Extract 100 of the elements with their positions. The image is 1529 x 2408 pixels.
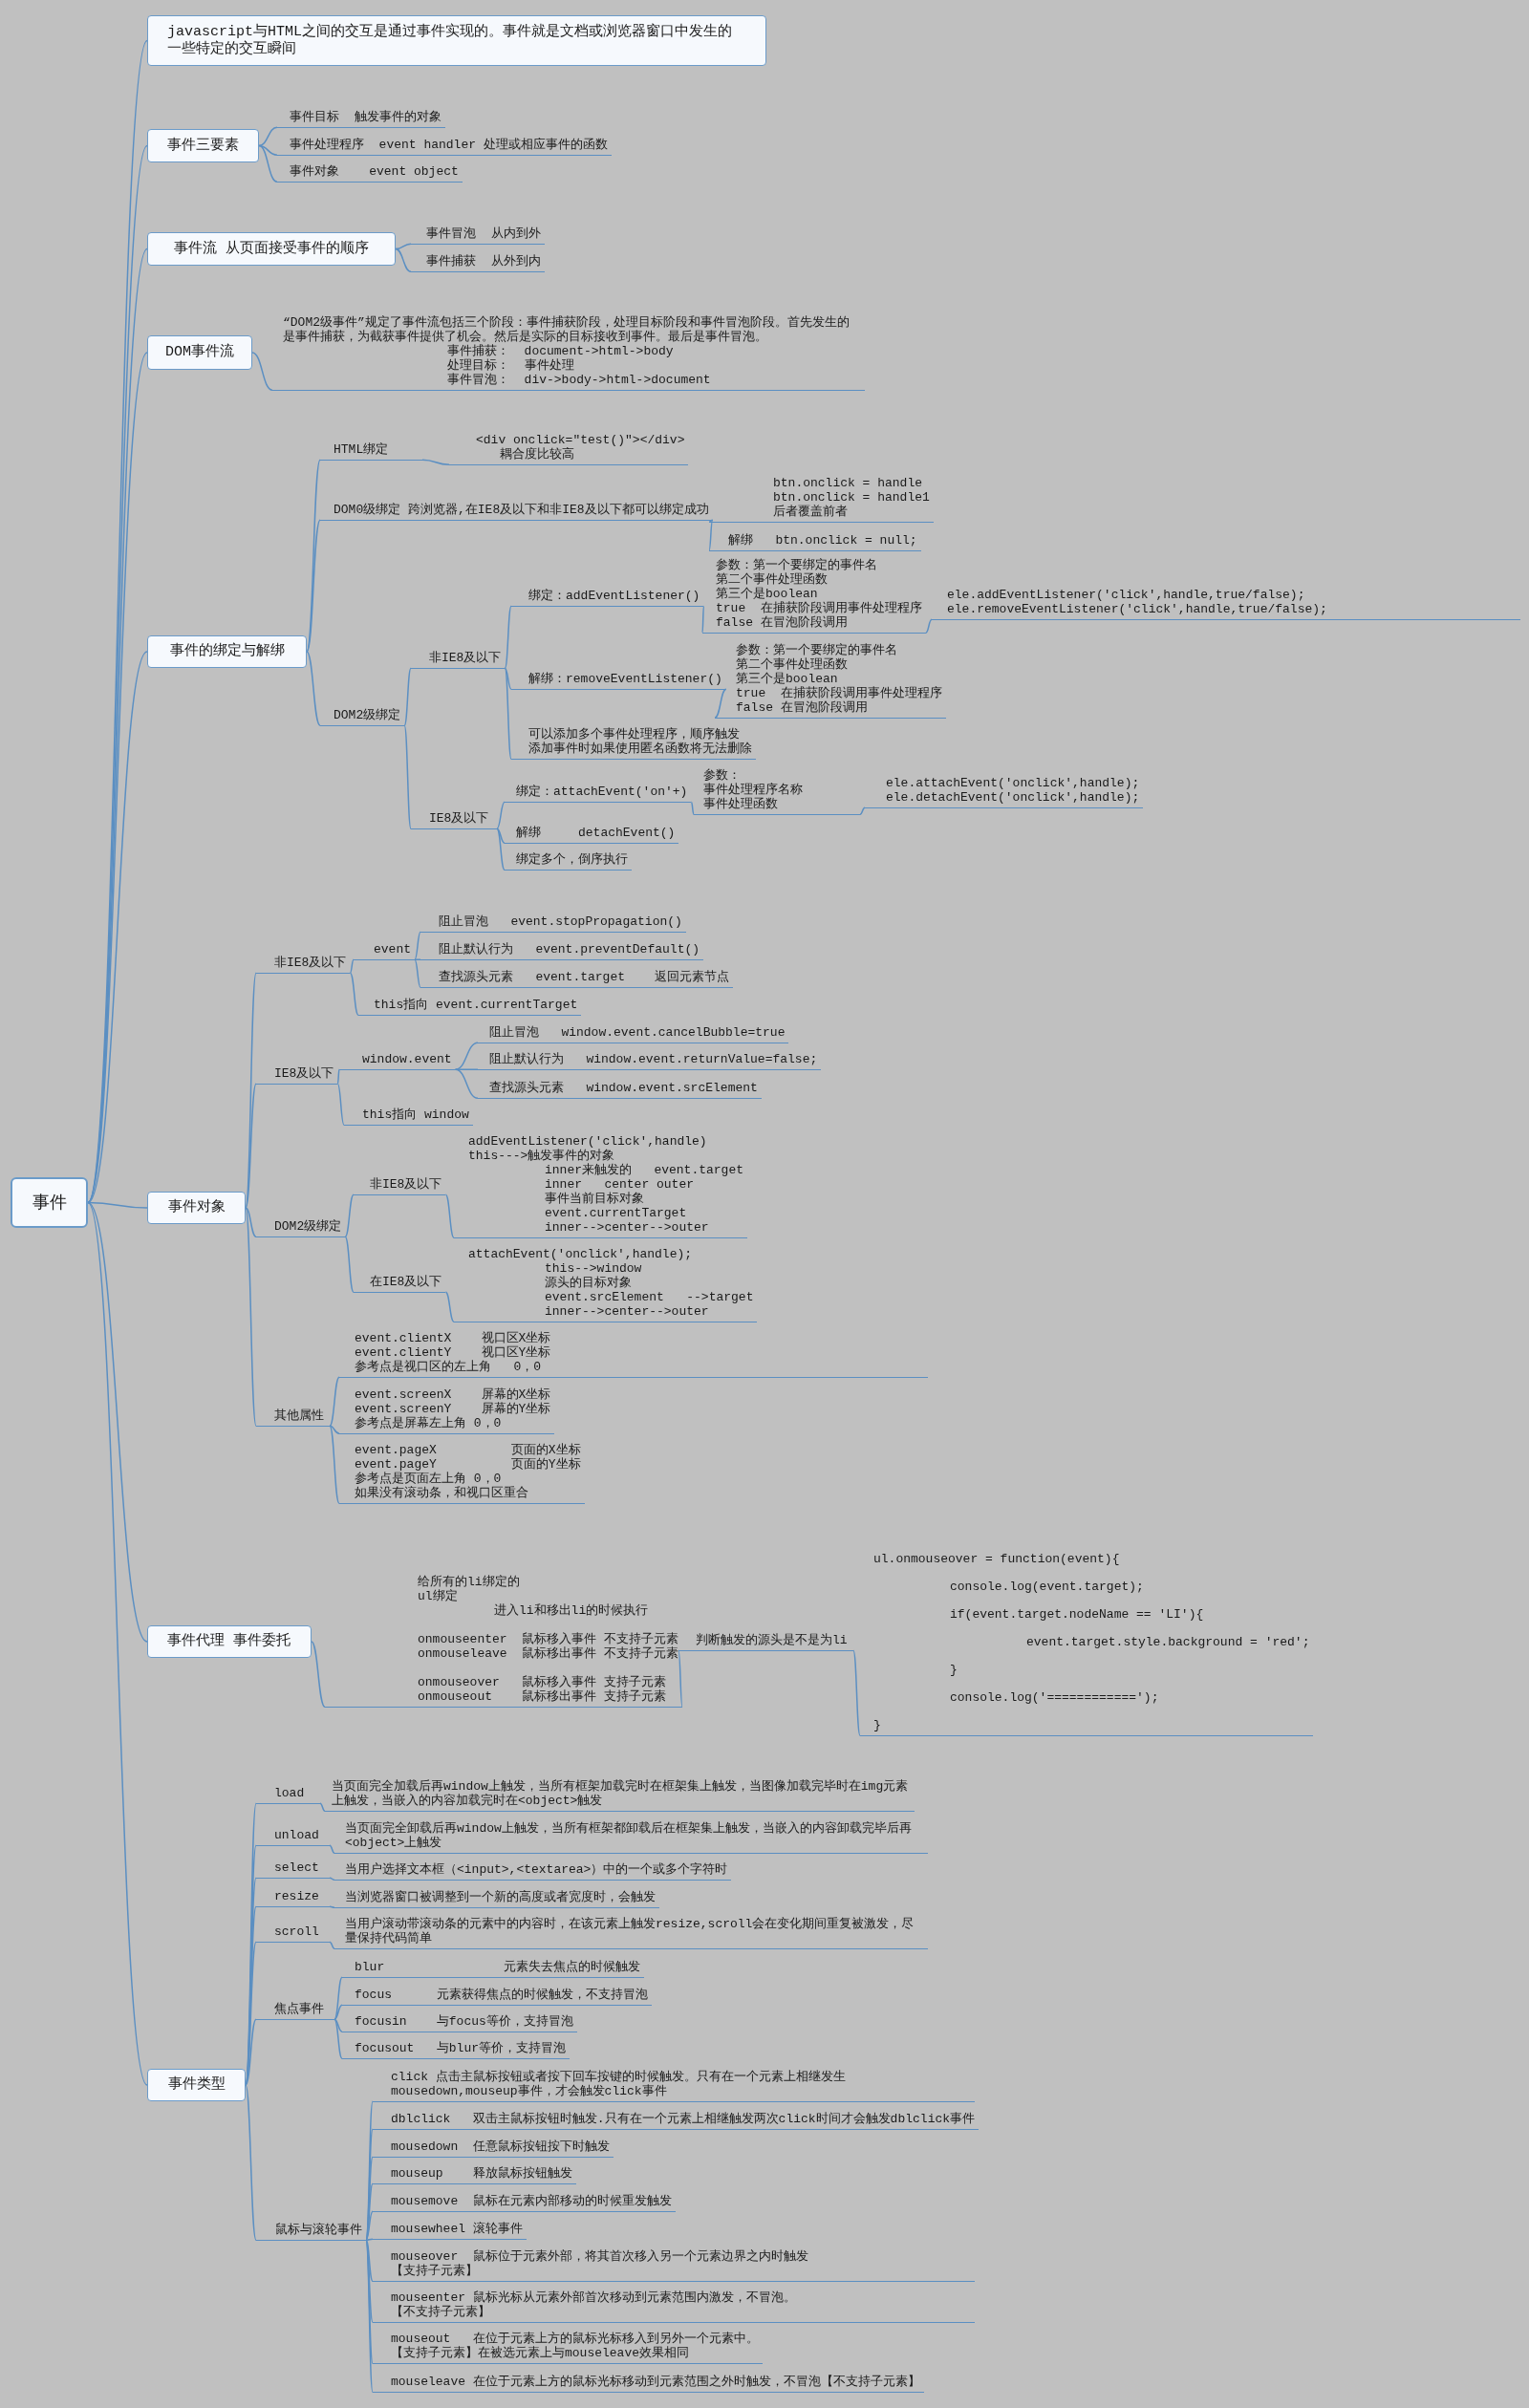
branch-label: load (256, 1786, 320, 1804)
connector-line (365, 2182, 374, 2241)
connector-line (334, 2004, 343, 2020)
connector-line (245, 1207, 257, 1427)
branch-label: 当用户选择文本框（<input>,<textarea>）中的一个或多个字符时 (334, 1862, 732, 1881)
branch-label: focusout 与blur等价，支持冒泡 (342, 2041, 571, 2059)
branch-label: ele.addEventListener('click',handle,true/false); ele.removeEventListener('click',handle,true/false); (932, 588, 1520, 620)
branch-label: 查找源头元素 event.target 返回元素节点 (420, 970, 734, 988)
connector-line (329, 1941, 335, 1949)
connector-line (504, 667, 512, 760)
connector-line (334, 1976, 343, 2020)
connector-line (245, 1941, 257, 2086)
connector-line (365, 2210, 374, 2241)
connector-line (329, 1844, 335, 1854)
connector-line (245, 1083, 257, 1209)
branch-label: DOM0级绑定 跨浏览器,在IE8及以下和非IE8及以下都可以绑定成功 (320, 503, 713, 521)
topic-box: 事件的绑定与解绑 (147, 635, 307, 668)
connector-line (245, 1207, 257, 1237)
connector-line (329, 1425, 340, 1434)
branch-label: 阻止默认行为 window.event.returnValue=false; (478, 1052, 822, 1070)
branch-label: ul.onmouseover = function(event){ console.log(event.target); if(event.target.nodeName == 'LI'){ event.target.style.background = 'red'; } console.log('============'); } (860, 1552, 1314, 1736)
topic-box: 事件对象 (147, 1192, 246, 1224)
branch-label: DOM2级绑定 (256, 1219, 346, 1237)
connector-line (414, 958, 421, 960)
connector-line (708, 519, 714, 551)
connector-line (365, 2239, 374, 2282)
connector-line (414, 958, 421, 988)
branch-label: mouseover 鼠标位于元素外部，将其首次移入另一个元素边界之内时触发 【支持子元素】 (373, 2249, 975, 2282)
branch-label: mousemove 鼠标在元素内部移动的时候重发触发 (373, 2194, 676, 2212)
connector-line (444, 1291, 455, 1322)
branch-label: btn.onclick = handle btn.onclick = handle1 后者覆盖前者 (709, 476, 934, 523)
connector-line (403, 724, 412, 829)
branch-label: 事件处理程序 event handler 处理或相应事件的函数 (277, 138, 612, 156)
branch-label: this指向 event.currentTarget (358, 998, 582, 1016)
connector-line (714, 688, 727, 719)
branch-label: 解绑：removeEventListener() (511, 672, 726, 690)
branch-label: 可以添加多个事件处理程序，顺序触发 添加事件时如果使用匿名函数将无法删除 (511, 727, 756, 760)
connector-line (365, 2156, 374, 2241)
branch-label: focus 元素获得焦点的时候触发，不支持冒泡 (342, 1988, 652, 2006)
connector-line (245, 2084, 257, 2241)
branch-label: 给所有的li绑定的 ul绑定 进入li和移出li的时候执行 onmouseenter 鼠标移入事件 不支持子元素 onmouseleave 鼠标移出事件 不支持子元素 onmouseover 鼠标移入事件 支持子元素 onmouseout 鼠标移出事件 支持子元素 (325, 1575, 683, 1708)
branch-label: scroll (256, 1924, 330, 1943)
connector-line (454, 1042, 479, 1070)
connector-line (365, 2238, 374, 2241)
branch-label: 参数： 事件处理程序名称 事件处理函数 (694, 768, 860, 815)
branch-label: 事件目标 触发事件的对象 (277, 110, 445, 128)
branch-label: addEventListener('click',handle) this--->触发事件的对象 inner来触发的 event.target inner center outer 事件当前目标对象 event.currentTarget inner-->center-->outer (454, 1134, 748, 1238)
branch-label: select (256, 1860, 330, 1879)
branch-label: event (354, 942, 415, 960)
connector-line (87, 1201, 148, 2086)
connector-line (311, 1641, 326, 1708)
connector-line (344, 1236, 355, 1293)
connector-line (306, 519, 321, 653)
connector-line (334, 2018, 343, 2059)
branch-label: event.screenX 屏幕的X坐标 event.screenY 屏幕的Y坐标 参考点是屏幕左上角 0，0 (339, 1387, 555, 1434)
connector-line (329, 1376, 340, 1427)
branch-label: IE8及以下 (411, 811, 497, 829)
connector-line (87, 651, 148, 1204)
branch-label: click 点击主鼠标按钮或者按下回车按键的时候触发。只有在一个元素上相继发生mousedown,mouseup事件，才会触发click事件 (373, 2070, 975, 2102)
branch-label: mouseenter 鼠标光标从元素外部首次移动到元素范围内激发，不冒泡。 【不支持子元素】 (373, 2290, 975, 2323)
branch-label: event.pageX 页面的X坐标 event.pageY 页面的Y坐标 参考点是页面左上角 0，0 如果没有滚动条，和视口区重合 (339, 1443, 585, 1504)
topic-box: 事件类型 (147, 2069, 246, 2101)
connector-line (251, 352, 273, 391)
topic-box: 事件流 从页面接受事件的顺序 (147, 232, 396, 266)
connector-line (403, 667, 412, 726)
connector-line (504, 667, 512, 690)
connector-line (336, 1083, 345, 1126)
connector-line (414, 931, 421, 960)
topic-box: 事件代理 事件委托 (147, 1625, 312, 1658)
branch-label: mousewheel 滚轮事件 (373, 2222, 527, 2240)
connector-line (245, 972, 257, 1209)
branch-label: this指向 window (344, 1107, 473, 1126)
central-topic-box: 事件 (11, 1177, 88, 1228)
branch-label: event.clientX 视口区X坐标 event.clientY 视口区Y坐标 参考点是视口区的左上角 0，0 (339, 1331, 928, 1378)
connector-line (708, 519, 714, 523)
connector-line (701, 605, 705, 634)
connector-line (329, 1877, 335, 1881)
branch-label: 事件对象 event object (277, 164, 463, 183)
branch-label: 当浏览器窗口被调整到一个新的高度或者宽度时，会触发 (334, 1890, 659, 1908)
connector-line (344, 1193, 355, 1237)
branch-label: 焦点事件 (256, 2002, 334, 2020)
connector-line (496, 828, 506, 844)
branch-label: 鼠标与滚轮事件 (256, 2223, 366, 2241)
connector-line (87, 1201, 148, 1643)
connector-line (496, 828, 506, 871)
branch-label: 当页面完全卸载后再window上触发，当所有框架都卸载后在框架集上触发，当嵌入的内容卸载完毕后再<object>上触发 (334, 1821, 928, 1854)
branch-label: resize (256, 1889, 330, 1907)
connector-line (678, 1649, 683, 1708)
connector-line (504, 605, 512, 669)
branch-label: 参数：第一个要绑定的事件名 第二个事件处理函数 第三个是boolean true 在捕获阶段调用事件处理程序 false 在冒泡阶段调用 (702, 558, 926, 634)
branch-label: 非IE8及以下 (256, 956, 351, 974)
branch-label: attachEvent('onclick',handle); this-->window 源头的目标对象 event.srcElement -->target inner-->center-->outer (454, 1247, 758, 1322)
connector-line (349, 958, 355, 974)
connector-line (925, 618, 933, 634)
branch-label: DOM2级绑定 (320, 708, 405, 726)
branch-label: 当用户滚动带滚动条的元素中的内容时，在该元素上触发resize,scroll会在变化期间重复被激发，尽量保持代码简单 (334, 1917, 928, 1949)
connector-line (334, 2018, 343, 2032)
branch-label: mouseup 释放鼠标按钮触发 (373, 2166, 576, 2184)
branch-label: blur 元素失去焦点的时候触发 (342, 1960, 645, 1978)
branch-label: mouseout 在位于元素上方的鼠标光标移入到另外一个元素中。 【支持子元素】在被选元素上与mouseleave效果相同 (373, 2332, 763, 2364)
